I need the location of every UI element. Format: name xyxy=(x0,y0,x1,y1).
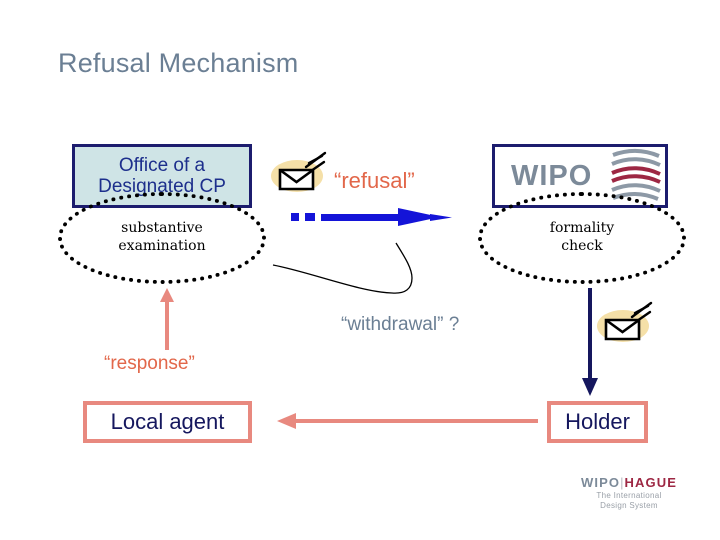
hague-wordmark: WIPO|HAGUE xyxy=(566,476,692,489)
substantive-label-line1: substantive xyxy=(121,220,203,236)
wipo-wordmark: WIPO xyxy=(511,159,593,192)
holder-box[interactable]: Holder xyxy=(547,401,648,443)
hague-hague-text: HAGUE xyxy=(624,475,677,490)
holder-to-local-agent-arrow xyxy=(277,413,538,429)
formality-label-line1: formality xyxy=(549,220,615,236)
formality-check-ellipse xyxy=(478,192,686,284)
hague-separator: | xyxy=(620,475,625,490)
local-agent-label: Local agent xyxy=(110,409,225,434)
refusal-annotation: “refusal” xyxy=(334,168,415,193)
hague-tagline-line1: The International xyxy=(596,491,662,500)
office-box-label-line1: Office of a xyxy=(118,154,206,176)
envelope-icon xyxy=(597,301,653,342)
response-annotation: “response” xyxy=(104,353,195,374)
refusal-arrow xyxy=(291,208,452,226)
office-box-label-line2: Designated CP xyxy=(98,176,226,197)
substantive-label-line2: examination xyxy=(118,237,206,254)
wipo-globe-icon xyxy=(611,149,661,201)
formality-label-line2: check xyxy=(561,237,603,254)
wipo-hague-logo: WIPO|HAGUE The International Design Syst… xyxy=(566,476,692,511)
hague-tagline-line2: Design System xyxy=(600,501,658,510)
envelope-icon xyxy=(271,151,327,192)
holder-label: Holder xyxy=(565,409,630,434)
response-arrow xyxy=(160,288,174,350)
substantive-examination-ellipse xyxy=(58,192,266,284)
hague-tagline: The International Design System xyxy=(566,491,692,511)
withdrawal-curve-connector xyxy=(272,242,413,294)
local-agent-box[interactable]: Local agent xyxy=(83,401,252,443)
formality-check-label: formality check xyxy=(478,220,686,255)
hague-wipo-text: WIPO xyxy=(580,475,621,490)
withdrawal-annotation: “withdrawal” ? xyxy=(341,314,460,335)
page-title: Refusal Mechanism xyxy=(58,48,299,78)
substantive-examination-label: substantive examination xyxy=(58,220,266,255)
